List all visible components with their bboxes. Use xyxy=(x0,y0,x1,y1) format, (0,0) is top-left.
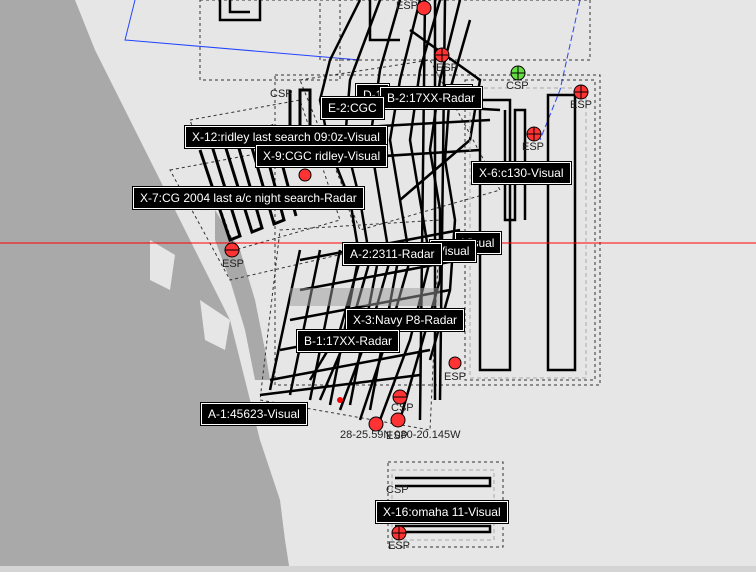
search-marker-icon[interactable] xyxy=(391,525,407,541)
coordinate-readout: 28-25.59N 080-20.145W xyxy=(340,429,461,441)
search-marker-icon[interactable] xyxy=(510,65,526,81)
marker-caption: ESP xyxy=(522,141,545,153)
search-marker-icon[interactable] xyxy=(390,412,406,428)
search-marker-icon[interactable] xyxy=(392,389,408,405)
track-label-x7[interactable]: X-7:CG 2004 last a/c night search-Radar xyxy=(133,187,364,209)
marker-caption: ESP xyxy=(222,258,245,270)
track-label-x9[interactable]: X-9:CGC ridley-Visual xyxy=(256,145,388,167)
map-frame xyxy=(0,566,756,572)
search-marker-icon[interactable] xyxy=(298,168,312,182)
track-label-x3[interactable]: X-3:Navy P8-Radar xyxy=(346,309,465,331)
track-label-b2[interactable]: B-2:17XX-Radar xyxy=(380,87,483,109)
track-label-x16[interactable]: X-16:omaha 11-Visual xyxy=(376,501,508,523)
search-marker-icon[interactable] xyxy=(448,356,462,370)
marker-caption: ESP xyxy=(396,0,419,12)
boundary-line xyxy=(539,0,581,141)
datum-point[interactable] xyxy=(337,397,343,403)
search-marker-icon[interactable] xyxy=(573,84,589,100)
search-marker-icon[interactable] xyxy=(434,47,450,63)
search-marker-icon[interactable] xyxy=(368,416,384,432)
search-track-x16 xyxy=(395,476,492,534)
marker-caption: CSP xyxy=(506,80,529,92)
search-track-x7 xyxy=(288,88,312,132)
track-label-visual[interactable]: Visual xyxy=(430,240,477,262)
marker-caption: CSP xyxy=(270,88,293,100)
faded-label xyxy=(290,288,440,306)
marker-caption: ESP xyxy=(436,62,459,74)
marker-caption: CSP xyxy=(391,402,414,414)
search-marker-icon[interactable] xyxy=(526,126,542,142)
boundary-line xyxy=(124,0,361,61)
island-shape xyxy=(200,300,230,350)
track-label-a2[interactable]: A-2:2311-Radar xyxy=(343,243,442,265)
marker-caption: ESP xyxy=(386,430,409,442)
search-marker-icon[interactable] xyxy=(416,0,432,16)
marker-caption: ESP xyxy=(570,99,593,111)
track-label-e2[interactable]: E-2:CGC xyxy=(321,97,384,119)
marker-caption: ESP xyxy=(388,540,411,552)
island-shape xyxy=(150,240,175,290)
track-label-a1[interactable]: A-1:45623-Visual xyxy=(201,403,307,425)
marker-caption: ESP xyxy=(444,371,467,383)
track-label-x6[interactable]: X-6:c130-Visual xyxy=(472,162,571,184)
track-label-x12[interactable]: X-12:ridley last search 09:0z-Visual xyxy=(185,126,387,148)
track-label-b1[interactable]: B-1:17XX-Radar xyxy=(297,330,400,352)
search-marker-icon[interactable] xyxy=(224,242,240,258)
marker-caption: CSP xyxy=(386,484,409,496)
